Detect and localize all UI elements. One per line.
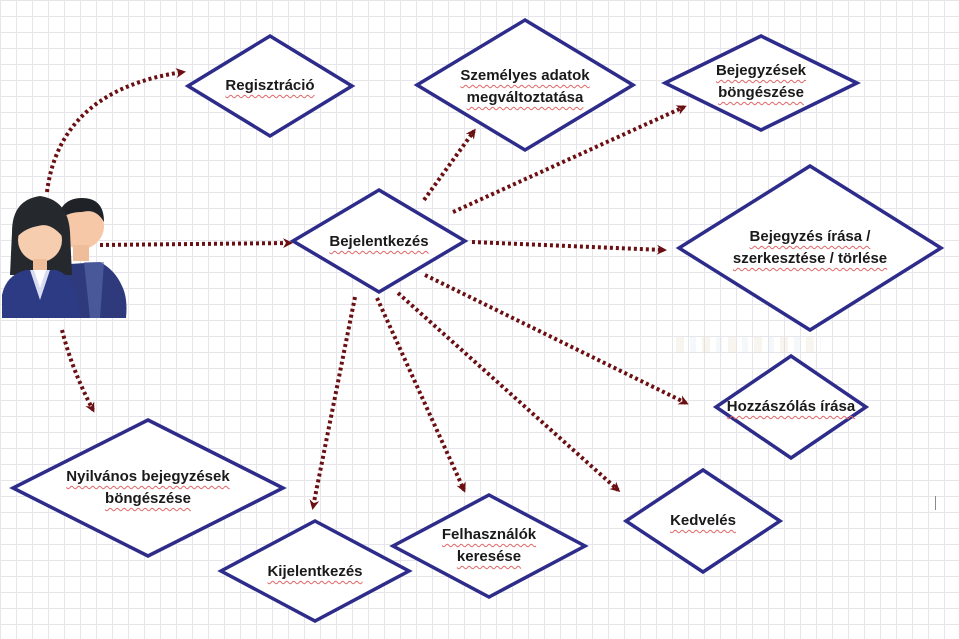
- node-bejegyzesek-bongeszese: [661, 34, 861, 132]
- label-bejelentkezes: Bejelentkezés: [329, 233, 429, 250]
- node-szemelyes-adatok: [413, 17, 637, 153]
- arrow-actor-to-bejelentkezes: [99, 238, 293, 249]
- label-kijelentkezes: Kijelentkezés: [267, 563, 363, 580]
- arrow-to-bejegyzesek-bongeszese: [452, 105, 687, 214]
- label-nyilvanos: Nyilvános bejegyzések böngészése: [66, 468, 230, 507]
- label-bejegyzes-irasa: Bejegyzés írása / szerkesztése / törlése: [732, 228, 888, 267]
- label-felhasznalok: Felhasználók keresése: [441, 526, 537, 565]
- label-hozzaszolas: Hozzászólás írása: [726, 398, 856, 415]
- node-bejegyzes-irasa: [675, 163, 945, 333]
- arrow-actor-to-regisztracio: [45, 68, 186, 193]
- arrow-to-kijelentkezes: [309, 296, 357, 510]
- label-kedveles: Kedvelés: [670, 512, 736, 529]
- node-nyilvanos: [9, 418, 287, 558]
- label-bejegyzesek-bongeszese: Bejegyzések böngészése: [715, 62, 807, 101]
- arrow-to-szemelyes: [422, 128, 476, 202]
- node-felhasznalok: [389, 493, 589, 599]
- arrow-to-felhasznalok: [375, 297, 466, 493]
- arrow-to-kedveles: [396, 291, 621, 493]
- label-szemelyes-adatok: Személyes adatok megváltoztatása: [460, 67, 590, 106]
- node-kijelentkezes: [217, 519, 413, 623]
- arrows: [45, 68, 689, 510]
- node-hozzaszolas: [712, 353, 870, 461]
- arrow-to-hozzaszolas: [424, 273, 689, 405]
- node-regisztracio: [184, 33, 356, 139]
- node-bejelentkezes: [289, 187, 469, 295]
- edge-tick: [935, 496, 936, 510]
- node-kedveles: [622, 467, 784, 575]
- faint-watermark: [676, 337, 821, 353]
- arrow-to-bejegyzes-irasa: [471, 240, 667, 255]
- arrow-actor-to-nyilvanos: [60, 329, 95, 413]
- users-icon: [2, 196, 127, 318]
- label-regisztracio: Regisztráció: [225, 77, 315, 94]
